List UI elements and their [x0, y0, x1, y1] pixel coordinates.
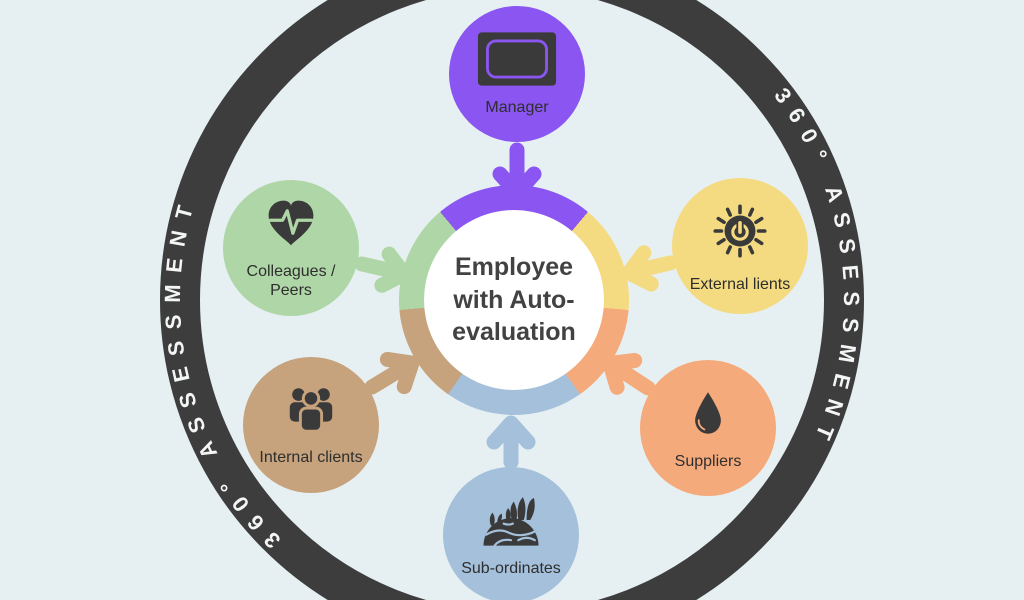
- node-label: Sub-ordinates: [461, 559, 561, 577]
- node-external-clients: External lients: [672, 178, 808, 314]
- screen-icon: [477, 31, 557, 92]
- arrow-internal-clients: [364, 351, 420, 395]
- node-sub-ordinates: Sub-ordinates: [443, 467, 579, 600]
- center-label-line1: Employee: [454, 253, 574, 282]
- arrow-suppliers: [602, 353, 656, 396]
- node-label: Suppliers: [674, 452, 742, 470]
- outer-ring: [160, 0, 864, 600]
- node-label: Manager: [485, 98, 549, 116]
- arrow-external-clients: [621, 245, 678, 292]
- center-label-line3: evaluation: [452, 318, 576, 347]
- center-label-line2: with Auto-: [453, 285, 575, 314]
- center-circle: Employee with Auto- evaluation: [424, 210, 604, 390]
- globe-sprout-icon: [478, 492, 544, 553]
- power-sun-icon: [707, 198, 773, 269]
- arrow-sub-ordinates: [486, 415, 536, 470]
- node-manager: Manager: [449, 6, 585, 142]
- node-colleagues-peers: Colleagues / Peers: [223, 180, 359, 316]
- droplet-icon: [688, 385, 728, 446]
- node-label: Internal clients: [259, 448, 363, 466]
- node-label: Colleagues / Peers: [246, 263, 336, 299]
- people-group-icon: [280, 383, 342, 442]
- node-label: External lients: [689, 275, 791, 293]
- arrow-colleagues-peers: [354, 246, 412, 293]
- node-suppliers: Suppliers: [640, 360, 776, 496]
- node-internal-clients: Internal clients: [243, 357, 379, 493]
- center-segment-ring: Employee with Auto- evaluation: [399, 185, 629, 415]
- heart-pulse-icon: [260, 195, 322, 256]
